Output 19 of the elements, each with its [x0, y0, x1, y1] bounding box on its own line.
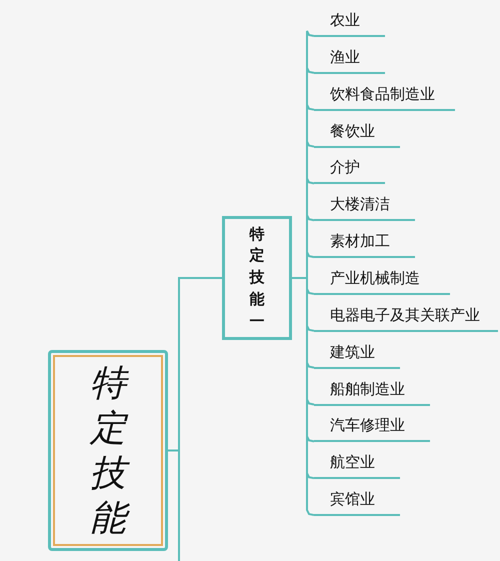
connector-line	[292, 277, 314, 516]
root-topic-box	[48, 350, 168, 551]
subtopic-item: 电器电子及其关联产业	[314, 302, 498, 332]
subtopic-item: 建筑业	[314, 338, 400, 369]
subtopic-item: 产业机械制造	[314, 264, 450, 295]
subtopic-item: 汽车修理业	[314, 412, 430, 442]
subtopic-item: 农业	[314, 7, 385, 37]
topic-label: 特定技能一	[250, 224, 264, 332]
connector-line	[168, 450, 180, 561]
subtopic-item: 宾馆业	[314, 486, 400, 516]
subtopic-item: 介护	[314, 154, 385, 184]
subtopic-item: 渔业	[314, 44, 385, 74]
subtopic-item: 饮料食品制造业	[314, 80, 455, 111]
subtopic-item: 船舶制造业	[314, 376, 430, 406]
subtopic-item: 素材加工	[314, 228, 415, 258]
subtopic-item: 大楼清洁	[314, 191, 415, 222]
subtopic-item: 餐饮业	[314, 118, 400, 148]
topic-box	[222, 216, 292, 340]
subtopic-item: 航空业	[314, 449, 400, 480]
